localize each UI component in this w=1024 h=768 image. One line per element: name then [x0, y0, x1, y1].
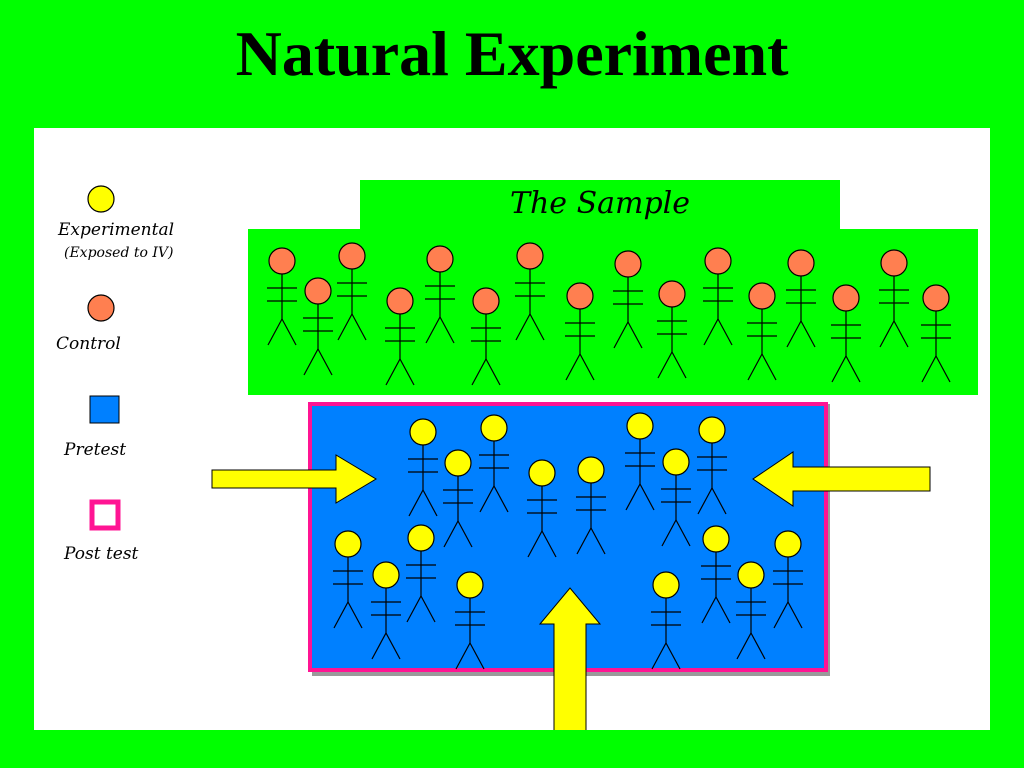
experimental-person-icon — [455, 571, 485, 670]
legend-experimental-icon — [87, 185, 115, 213]
legend-experimental-sub-label: (Exposed to IV) — [64, 245, 174, 261]
diagram-panel: Experimental (Exposed to IV) Control Pre… — [34, 128, 990, 730]
control-person-icon — [471, 287, 501, 386]
legend-control-icon — [87, 294, 115, 322]
control-person-icon — [786, 249, 816, 348]
sample-population-box — [248, 229, 978, 395]
legend-experimental-label: Experimental — [58, 220, 175, 240]
control-person-icon — [515, 242, 545, 341]
control-figures — [267, 242, 951, 386]
arrow-right — [752, 451, 931, 507]
legend-control-label: Control — [56, 334, 121, 354]
experimental-person-icon — [576, 456, 606, 555]
control-person-icon — [385, 287, 415, 386]
control-person-icon — [831, 284, 861, 383]
experimental-figures — [333, 412, 803, 670]
control-person-icon — [267, 247, 297, 346]
experimental-person-icon — [406, 524, 436, 623]
experimental-person-icon — [479, 414, 509, 513]
control-person-icon — [747, 282, 777, 381]
control-person-icon — [303, 277, 333, 376]
control-person-icon — [337, 242, 367, 341]
experimental-person-icon — [661, 448, 691, 547]
control-person-icon — [425, 245, 455, 344]
legend-posttest-label: Post test — [64, 544, 139, 564]
control-person-icon — [657, 280, 687, 379]
slide-title: Natural Experiment — [235, 18, 789, 89]
control-person-icon — [565, 282, 595, 381]
experimental-person-icon — [408, 418, 438, 517]
diagram-canvas — [87, 180, 978, 730]
legend-posttest-icon — [89, 499, 121, 531]
control-person-icon — [921, 284, 951, 383]
legend-pretest-icon — [89, 395, 120, 424]
experimental-person-icon — [773, 530, 803, 629]
control-person-icon — [703, 247, 733, 346]
experimental-person-icon — [333, 530, 363, 629]
experimental-person-icon — [527, 459, 557, 558]
experimental-person-icon — [371, 561, 401, 660]
control-person-icon — [613, 250, 643, 349]
arrow-left — [211, 454, 377, 504]
experimental-person-icon — [651, 571, 681, 670]
sample-title: The Sample — [509, 186, 691, 221]
arrow-up — [538, 587, 602, 730]
experimental-person-icon — [443, 449, 473, 548]
experimental-person-icon — [625, 412, 655, 511]
sample-tab — [360, 180, 840, 238]
control-person-icon — [879, 249, 909, 348]
legend-pretest-label: Pretest — [64, 440, 127, 460]
experimental-person-icon — [736, 561, 766, 660]
experimental-person-icon — [701, 525, 731, 624]
experimental-person-icon — [697, 416, 727, 515]
